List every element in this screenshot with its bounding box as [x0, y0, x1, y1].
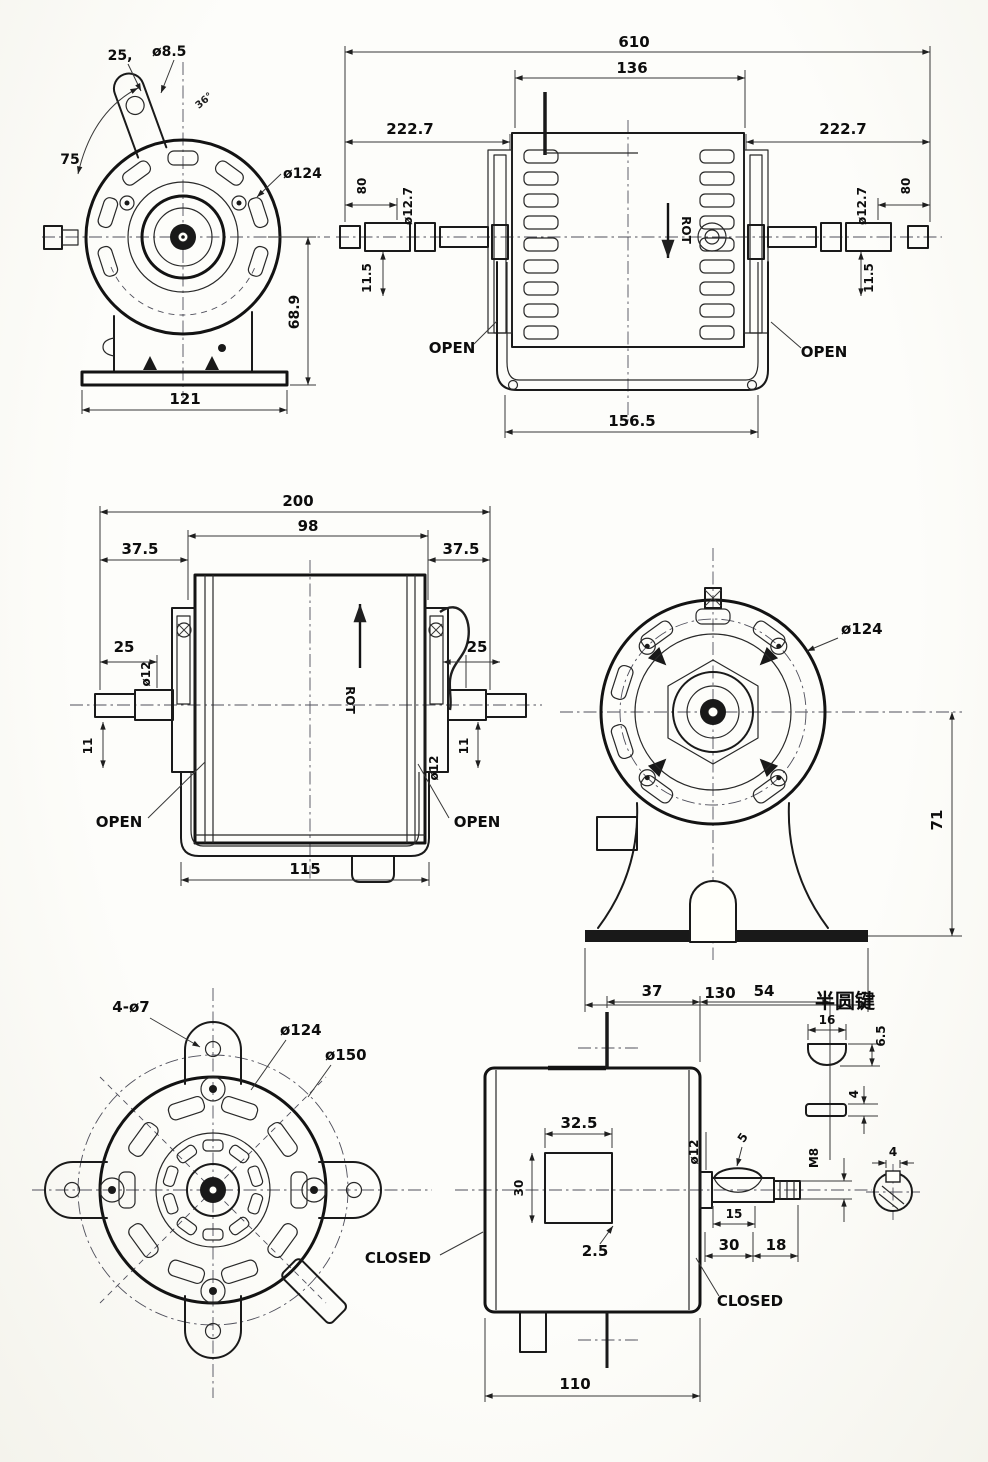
mounting-foot [80, 266, 289, 387]
dim-shaft-ext-right: 80 [899, 178, 913, 195]
shaft-right [767, 222, 929, 252]
dim-slot-w: 4 [889, 1145, 897, 1159]
dim-body-dia: ø124 [841, 620, 883, 638]
mounting-bracket [496, 261, 769, 391]
dim-base-width: 110 [559, 1375, 590, 1393]
dim-shaft-ext-left: 25 [114, 638, 135, 656]
dim-core-length: 136 [616, 59, 647, 77]
dim-ext-left: 222.7 [386, 120, 433, 138]
dim-tab-width: 25, [108, 48, 133, 64]
key-profile [807, 1043, 847, 1066]
dim-flat-left: 11.5 [360, 263, 374, 293]
dim-body-dia: ø124 [283, 166, 322, 182]
mounting-foot [585, 802, 868, 943]
view-front-lower-left: 4-ø7 ø124 ø150 [32, 988, 432, 1398]
dim-body-dia: ø124 [280, 1021, 322, 1039]
open-label-left: OPEN [96, 813, 143, 831]
lead-wire [439, 606, 470, 711]
view-side-middle-left: ROT OPEN OPEN 200 98 37.5 37.5 25 ø12 25… [70, 492, 542, 886]
dim-bolt-circle: ø150 [325, 1046, 367, 1064]
dim-shaft-ext-left: 80 [355, 178, 369, 195]
terminal-window [544, 1152, 613, 1224]
terminal-lug [281, 1258, 347, 1324]
dim-window-off: 2.5 [582, 1242, 609, 1260]
shaft-with-key [699, 1167, 801, 1209]
rot-label: ROT [679, 216, 693, 244]
view-side-upper-right: ROT OPEN OPEN 610 136 222.7 222.7 80 80 [336, 33, 942, 438]
mounting-ears [44, 1021, 382, 1359]
open-label-right: OPEN [801, 343, 848, 361]
dim-shaft-ext-right: 25 [467, 638, 488, 656]
outer-slots [118, 1095, 308, 1285]
view-front-upper-left: 25, ø8.5 36° 75 ø124 68.9 121 [42, 44, 330, 414]
key-side [805, 1103, 847, 1117]
key-detail-title: 半圆键 [815, 989, 875, 1013]
dim-bracket-width: 156.5 [608, 412, 655, 430]
dim-ext-right: 222.7 [819, 120, 866, 138]
hex-boss [667, 659, 759, 765]
shaft-end-view: 4 [866, 1145, 920, 1220]
dim-base-width: 130 [704, 984, 735, 1002]
dim-key-pos: 15 [726, 1207, 743, 1221]
dim-top-a: 37 [642, 982, 663, 1000]
dim-core-length: 98 [298, 517, 319, 535]
dim-tab-hole: ø8.5 [152, 44, 186, 60]
dim-overall-length: 610 [618, 33, 649, 51]
dim-center-height: 71 [928, 810, 946, 831]
vent-slots [610, 608, 786, 804]
closed-label-left: CLOSED [365, 1249, 431, 1267]
dim-flat-right: 11 [457, 738, 471, 755]
dim-mount-holes: 4-ø7 [112, 998, 149, 1016]
dim-side-right: 37.5 [442, 540, 479, 558]
view-key-detail: 半圆键 16 6.5 4 4 [805, 989, 920, 1220]
dim-top-b: 54 [754, 982, 775, 1000]
corner-screws [638, 637, 788, 787]
shaft-left [339, 222, 489, 252]
dim-shaft-dia: ø12 [687, 1140, 701, 1165]
top-bolt [704, 587, 722, 609]
dim-tab-angle: 36° [194, 91, 216, 112]
dim-center-height: 68.9 [287, 295, 303, 330]
dim-shaft-dia-left: ø12 [139, 662, 153, 687]
dim-window-w: 32.5 [560, 1114, 597, 1132]
dim-key-w: 16 [819, 1013, 836, 1027]
dim-overall-length: 200 [282, 492, 313, 510]
dim-key-h: 6.5 [874, 1025, 888, 1046]
vent-slot-columns [523, 149, 735, 340]
inner-slots [162, 1139, 264, 1241]
dim-shaft-dia-right: ø12.7 [855, 187, 869, 225]
dim-bracket-width: 115 [289, 860, 320, 878]
dim-flat-left: 11 [81, 738, 95, 755]
open-label-right: OPEN [454, 813, 501, 831]
vent-slots [97, 150, 269, 277]
dim-thread: M8 [807, 1148, 821, 1168]
open-label-left: OPEN [429, 339, 476, 357]
dim-arc: 75 [60, 152, 79, 168]
dim-flat-right: 11.5 [862, 263, 876, 293]
view-front-middle-right: ø124 71 130 [560, 548, 962, 1012]
dim-shaft-dia-right: ø12 [427, 756, 441, 781]
shaft-stub [43, 225, 63, 250]
view-side-lower-right: 32.5 30 2.5 ø12 5 15 30 18 [365, 982, 872, 1402]
closed-label-right: CLOSED [717, 1292, 783, 1310]
dim-shaft-a: 30 [719, 1236, 740, 1254]
dim-base-width: 121 [169, 390, 200, 408]
dim-shaft-dia-left: ø12.7 [401, 187, 415, 225]
dim-shaft-b: 18 [766, 1236, 787, 1254]
dim-key-h: 5 [735, 1130, 751, 1145]
dim-side-left: 37.5 [121, 540, 158, 558]
dim-key-t: 4 [847, 1090, 861, 1098]
dim-window-h: 30 [512, 1180, 526, 1197]
rot-label: ROT [343, 686, 357, 714]
